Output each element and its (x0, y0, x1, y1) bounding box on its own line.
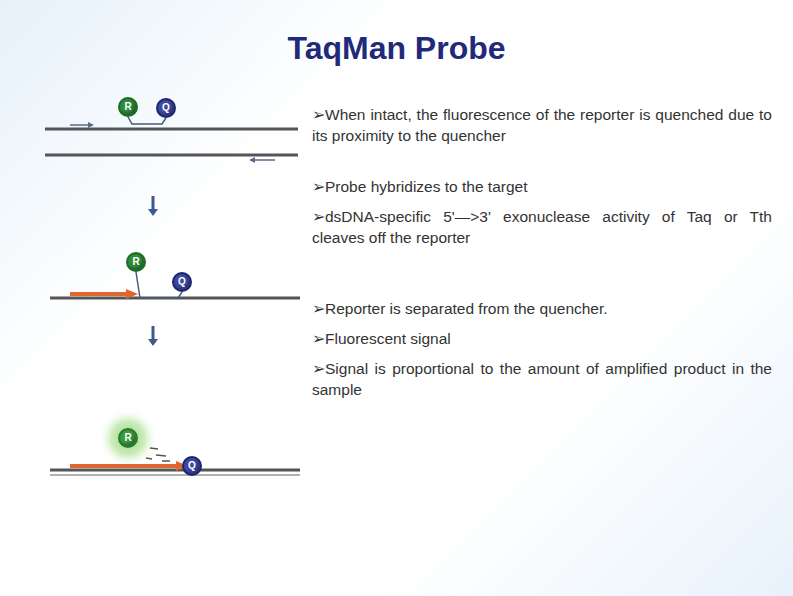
bullet-text: ➢When intact, the fluorescence of the re… (312, 104, 772, 146)
quencher-dye: Q (156, 98, 176, 118)
dye-letter: Q (162, 103, 170, 113)
bullet-text: ➢Fluorescent signal (312, 328, 772, 349)
quencher-dye: Q (182, 456, 202, 476)
reporter-dye: R (126, 252, 146, 272)
dye-letter: R (132, 257, 139, 267)
bullet-text: ➢dsDNA-specific 5'—>3' exonuclease activ… (312, 206, 772, 248)
dye-letter: Q (188, 461, 196, 471)
dye-letter: R (124, 102, 131, 112)
bullet-text: ➢Probe hybridizes to the target (312, 176, 772, 197)
slide-title: TaqMan Probe (0, 30, 793, 67)
probe-linker (128, 117, 166, 124)
dye-letter: R (124, 433, 131, 443)
dye-letter: Q (178, 277, 186, 287)
bullet-text: ➢Signal is proportional to the amount of… (312, 358, 772, 400)
quencher-dye: Q (172, 272, 192, 292)
bullet-text: ➢Reporter is separated from the quencher… (312, 298, 772, 319)
reporter-dye: R (118, 97, 138, 117)
reporter-dye: R (118, 428, 138, 448)
